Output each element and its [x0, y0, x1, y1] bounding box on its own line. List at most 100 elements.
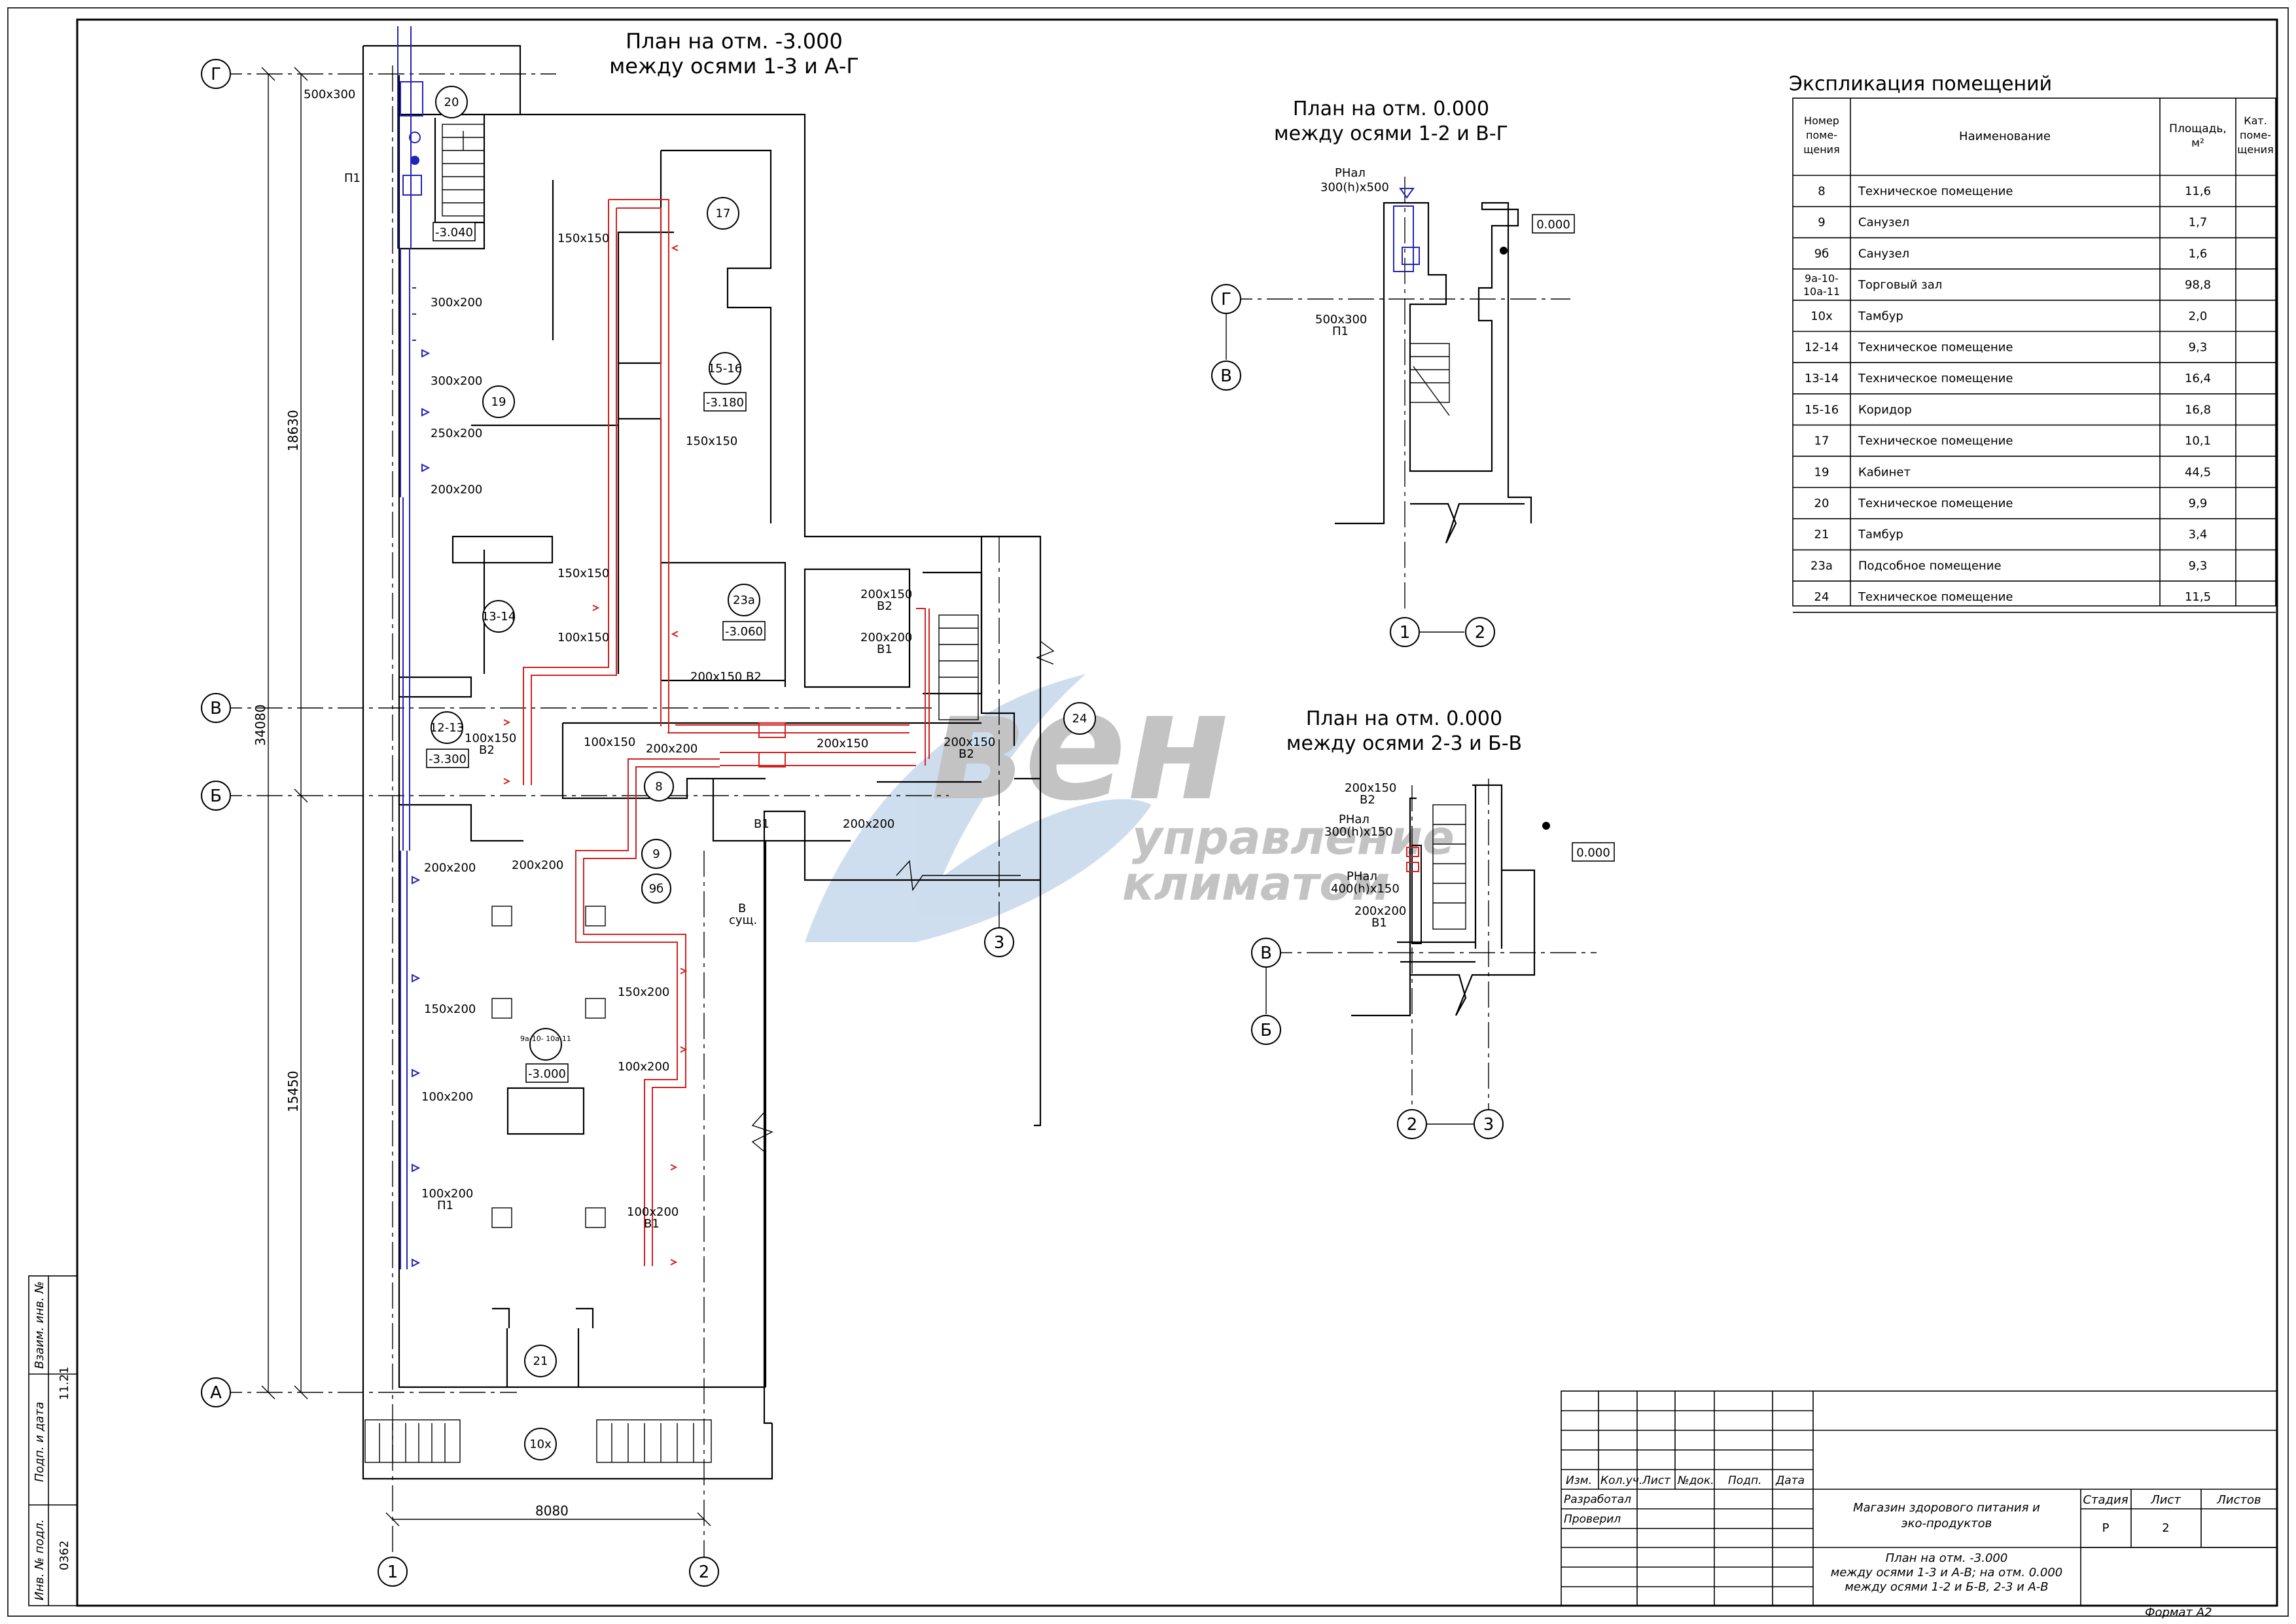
expl-cell-area: 1,7 [2189, 216, 2208, 230]
main-plan-title-2: между осями 1-3 и А-Г [609, 54, 859, 79]
axis-b-marker-3: Б [1251, 1015, 1281, 1045]
expl-cell-name: Торговый зал [1858, 278, 1942, 292]
duct-label-v2-d: В2 [959, 747, 974, 761]
expl-cell-name: Тамбур [1858, 528, 1903, 542]
room-9a-10: 9а-10- 10а-11 [520, 1034, 571, 1043]
expl-header-area-2: м² [2191, 137, 2204, 150]
expl-cell-area: 10,1 [2185, 434, 2211, 448]
expl-header-num-3: щения [1803, 143, 1839, 156]
duct-label-250x200: 250х200 [431, 427, 482, 440]
expl-cell-num: 9 [1818, 216, 1825, 230]
axis-marker-2: 2 [689, 1557, 719, 1587]
room-8: 8 [655, 780, 662, 794]
title-block: Изм. Кол.уч. Лист №док. Подп. Дата Разра… [1561, 1390, 2278, 1606]
tb-project-2: эко-продуктов [1901, 1517, 1992, 1530]
duct-label-v1-c: В1 [644, 1217, 660, 1231]
expl-cell-num: 20 [1814, 497, 1829, 510]
expl-cell-name: Санузел [1858, 216, 1909, 230]
room-9: 9 [652, 847, 660, 861]
sheet-outer-border [7, 7, 2289, 1617]
axis-2-marker-3: 2 [1397, 1109, 1427, 1139]
duct-label-rnal-a: РНал [1335, 166, 1366, 180]
duct-label-v2-b: В2 [877, 599, 892, 613]
room-23a: 23а [733, 593, 755, 607]
axis-label-g: Г [211, 65, 221, 84]
tb-col-podp: Подп. [1728, 1474, 1761, 1487]
axis-v-marker-3: В [1251, 938, 1281, 968]
axis-1-marker-2: 1 [1390, 617, 1420, 647]
axis-label-a: А [210, 1383, 222, 1403]
expl-cell-name: Санузел [1858, 247, 1909, 260]
duct-label-200x150-a: 200х150 [690, 670, 742, 684]
tb-row-dev: Разработал [1564, 1493, 1631, 1506]
expl-cell-area: 16,8 [2185, 403, 2211, 417]
room-13-14: 13-14 [482, 610, 516, 624]
main-plan-title-1: План на отм. -3.000 [626, 29, 843, 54]
expl-cell-area: 44,5 [2185, 465, 2211, 479]
stamp-inv: Инв. № подл. [33, 1519, 46, 1600]
exhaust-ducts [503, 199, 930, 1266]
dim-18630: 18630 [285, 410, 301, 451]
duct-label-200x200-g: 200х200 [1354, 904, 1406, 918]
plan-12-title-2: между осями 1-2 и В-Г [1274, 122, 1508, 145]
side-stamp: Взаим. инв. № Подп. и дата Инв. № подл. … [28, 1275, 78, 1606]
expl-cell-num: 10а-11 [1803, 285, 1840, 298]
expl-cell-name: Техническое помещение [1858, 434, 2013, 448]
axis-2-marker-2: 2 [1465, 617, 1495, 647]
duct-label-200x200-d: 200х200 [843, 817, 894, 831]
expl-cell-num: 17 [1814, 434, 1829, 448]
duct-label-150x200-a: 150х200 [424, 1002, 476, 1016]
duct-label-v1-a: В1 [877, 643, 892, 656]
room-20: 20 [444, 96, 459, 109]
stamp-podp: Подп. и дата [33, 1402, 46, 1482]
axis-3-marker-3: 3 [1474, 1109, 1504, 1139]
expl-cell-area: 98,8 [2185, 278, 2211, 292]
expl-cell-name: Тамбур [1858, 309, 1903, 323]
tb-sheet-title-1: План на отм. -3.000 [1886, 1551, 2008, 1565]
expl-cell-num: 23а [1810, 559, 1833, 573]
expl-cell-num: 12-14 [1805, 341, 1839, 355]
duct-label-p1-bottom: П1 [437, 1199, 453, 1212]
duct-label-200x200-b: 200х200 [860, 631, 912, 644]
dim-34080: 34080 [253, 704, 268, 746]
expl-cell-name: Подсобное помещение [1858, 559, 2002, 573]
axis-3-label-3: 3 [1483, 1115, 1494, 1135]
axis-marker-g: Г [201, 59, 231, 89]
supply-duct-p1 [397, 26, 431, 1269]
tb-sheet-title-2: между осями 1-3 и А-В; на отм. 0.000 [1831, 1566, 2062, 1580]
tb-col-ndok: №док. [1677, 1474, 1714, 1487]
tb-project-1: Магазин здорового питания и [1853, 1501, 2040, 1515]
dim-8080: 8080 [535, 1503, 569, 1519]
axis-v-marker-2: В [1211, 361, 1241, 391]
tb-sheet-title-3: между осями 1-2 и Б-В, 2-3 и А-В [1845, 1580, 2048, 1594]
room-17: 17 [716, 207, 731, 221]
duct-label-200x200-f: 200х200 [424, 861, 476, 875]
stamp-date-value: 11.21 [58, 1366, 71, 1400]
expl-cell-name: Коридор [1858, 403, 1912, 417]
tb-col-data: Дата [1775, 1474, 1805, 1487]
tb-stage-header: Стадия [2083, 1493, 2128, 1507]
expl-header-num-1: Номер [1804, 115, 1839, 127]
room-10x: 10х [529, 1438, 552, 1451]
expl-header-name: Наименование [1959, 130, 2051, 143]
duct-label-100x200-d: 100х200 [627, 1205, 679, 1219]
duct-label-200x200-e: 200х200 [512, 858, 563, 872]
plan-23-title-2: между осями 2-3 и Б-В [1286, 732, 1522, 755]
expl-cell-num: 15-16 [1805, 403, 1839, 417]
level-0000-a: 0.000 [1536, 218, 1570, 232]
expl-cell-area: 11,5 [2185, 590, 2211, 604]
duct-label-400x150: 400(h)х150 [1331, 882, 1400, 896]
duct-label-150x150-a: 150х150 [557, 232, 609, 245]
expl-cell-name: Техническое помещение [1858, 372, 2013, 385]
duct-label-300x150: 300(h)х150 [1324, 825, 1393, 839]
room-15-16: 15-16 [708, 362, 742, 376]
level-3000: -3.000 [528, 1067, 566, 1081]
axis-g-marker-2: Г [1211, 284, 1241, 314]
expl-cell-num: 19 [1814, 465, 1829, 479]
expl-cell-name: Техническое помещение [1858, 590, 2013, 604]
duct-label-500x300: 500х300 [304, 88, 355, 101]
level-3060: -3.060 [725, 625, 763, 639]
tb-col-kolvo: Кол.уч. [1600, 1474, 1642, 1487]
